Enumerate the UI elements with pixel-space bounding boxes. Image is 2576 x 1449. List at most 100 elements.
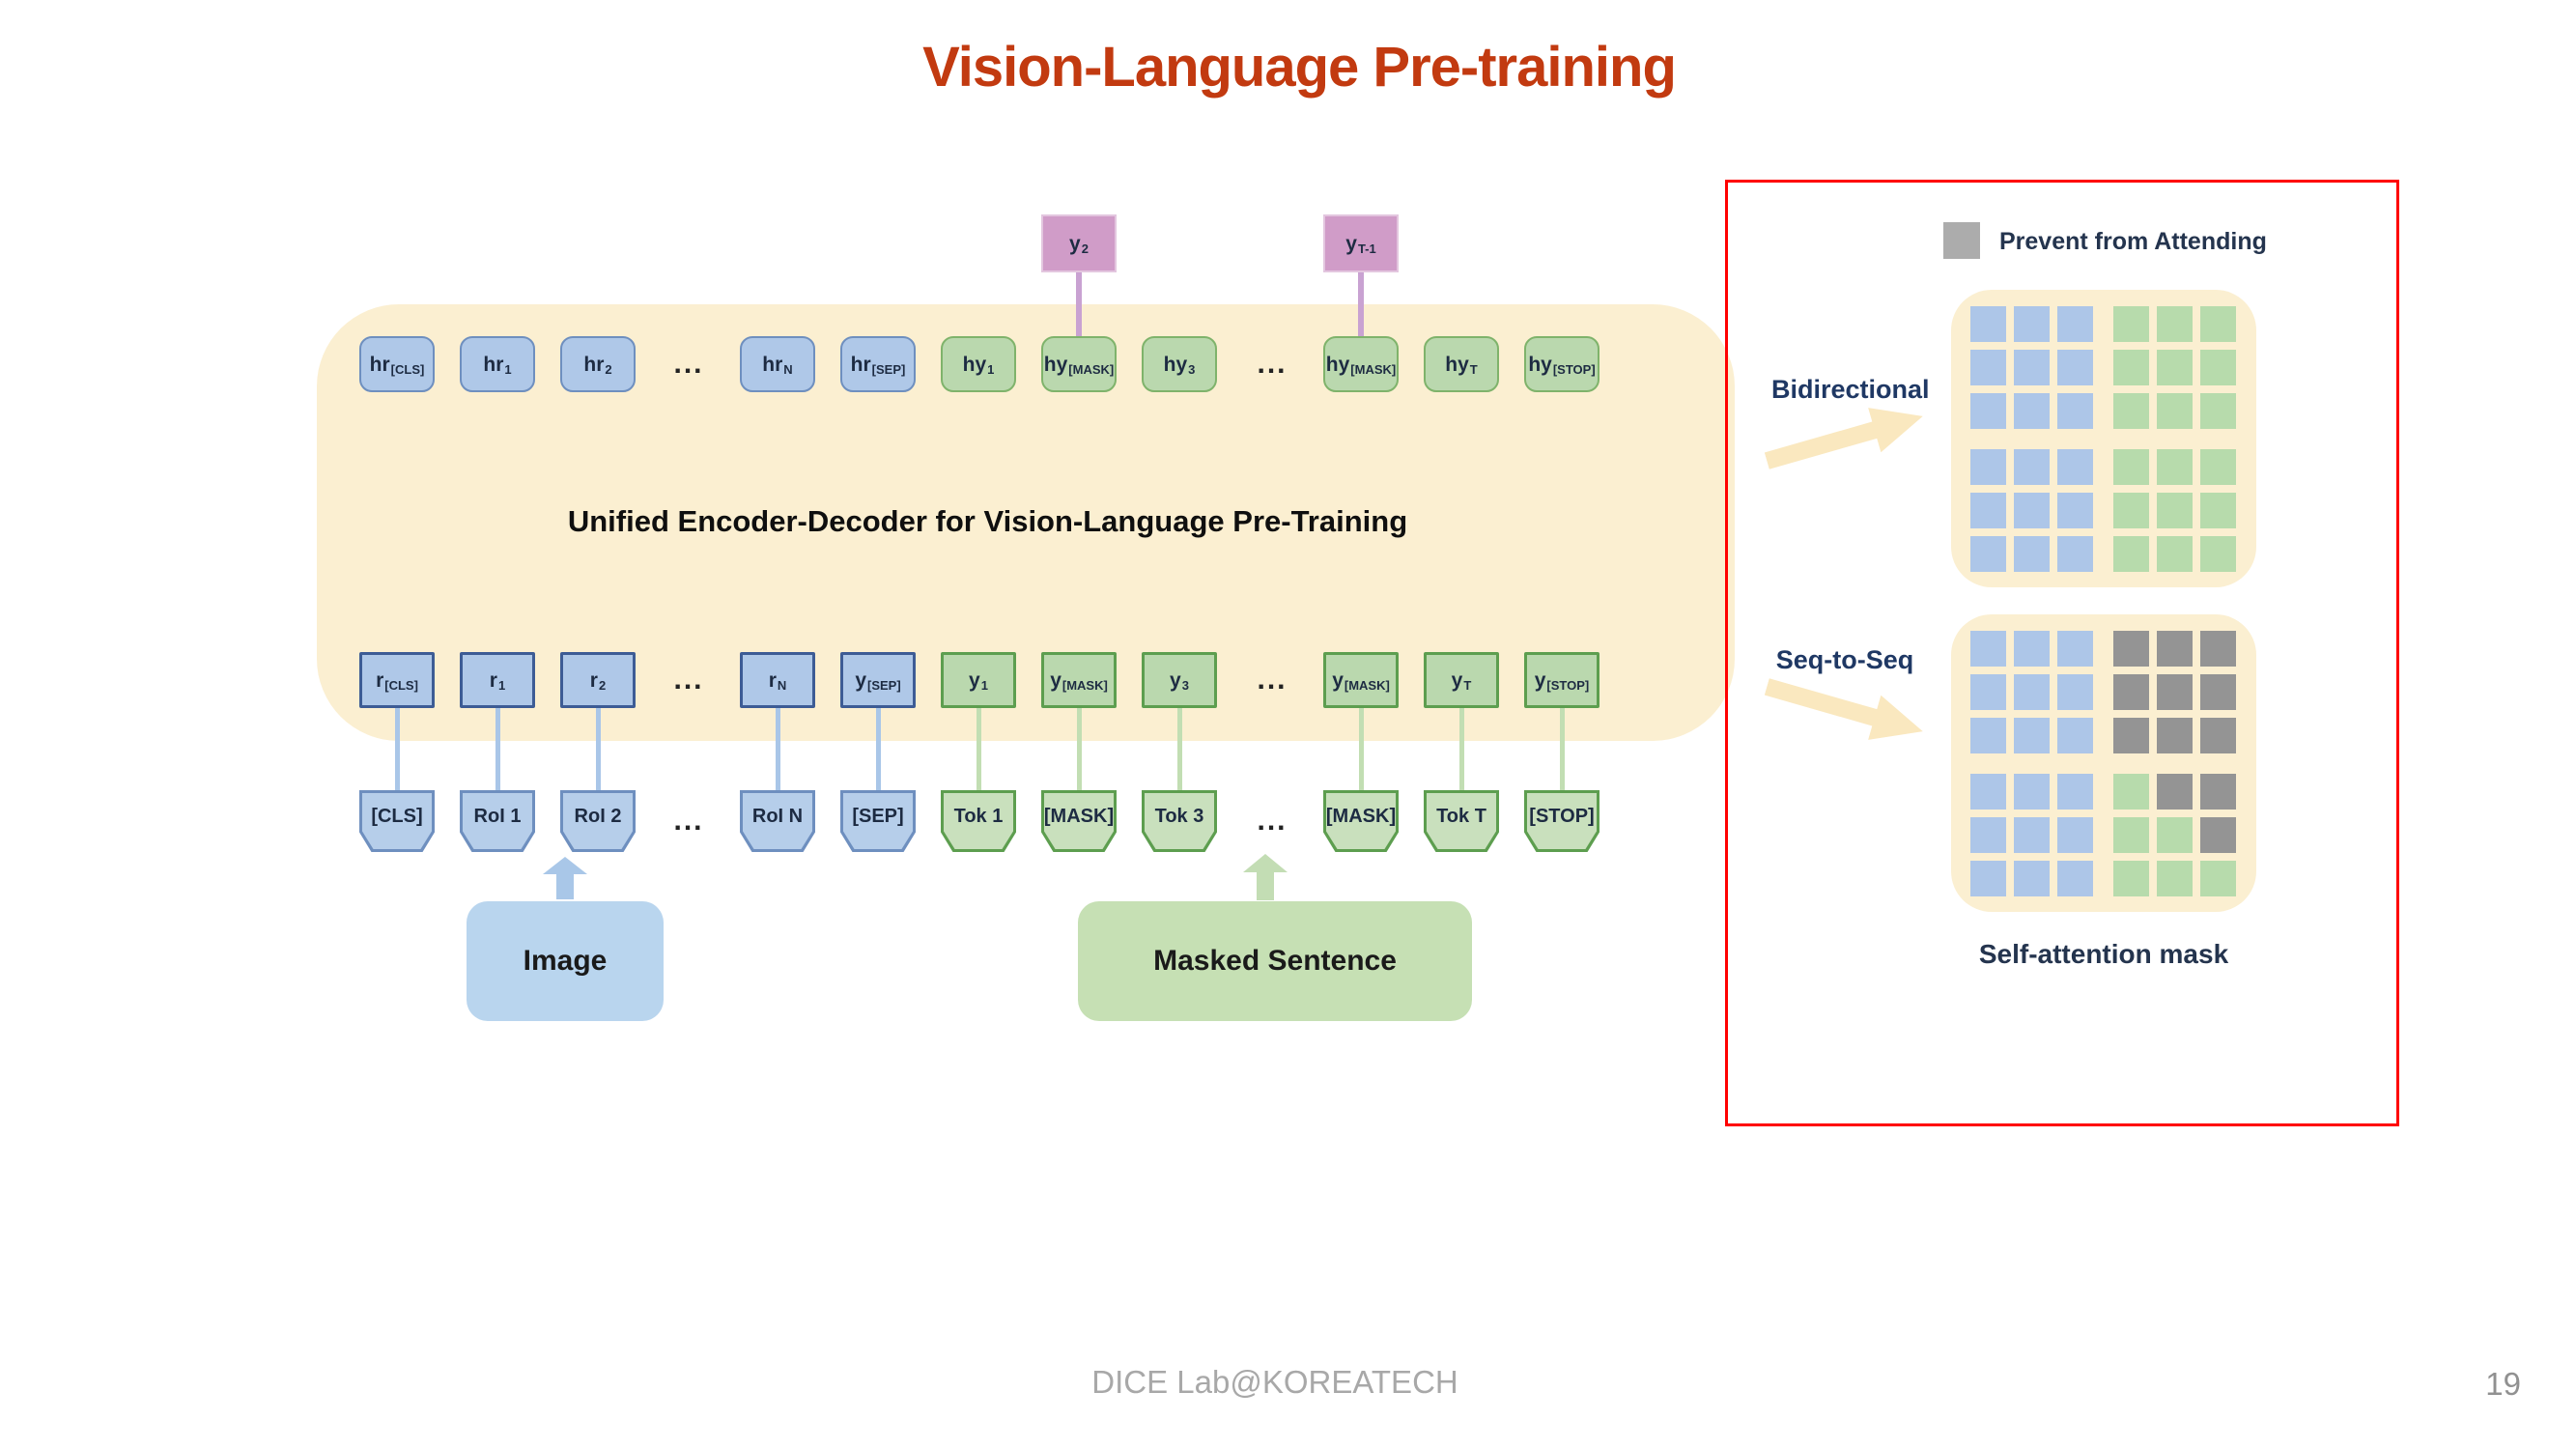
box-label: y (1534, 668, 1546, 692)
box-label: r (376, 668, 384, 692)
connector-stem (875, 708, 881, 790)
mask-cell (2157, 631, 2193, 667)
ellipsis: ... (673, 805, 704, 837)
token-label: Tok 1 (944, 793, 1013, 849)
box-label-subscript: [CLS] (390, 361, 425, 377)
box-label: hy (1445, 353, 1469, 376)
mask-cell (2200, 449, 2236, 485)
seq-to-seq-mask-grid (1951, 614, 2256, 912)
connector-stem (976, 708, 981, 790)
token-box: RoI 2 (560, 790, 636, 852)
mask-cell (2200, 631, 2236, 667)
mask-cell (2057, 674, 2093, 710)
mask-cell (2014, 536, 2050, 572)
mask-cell (2157, 350, 2193, 385)
mask-cell (2057, 536, 2093, 572)
mask-cell (2113, 718, 2149, 753)
mask-cell (2057, 631, 2093, 667)
mask-cell (2157, 393, 2193, 429)
mask-cell (2200, 861, 2236, 896)
token-label: [MASK] (1044, 793, 1114, 849)
prediction-stem (1076, 272, 1082, 336)
mask-cell (2057, 774, 2093, 810)
box-label-subscript: T (1469, 361, 1478, 377)
mask-cell (2014, 449, 2050, 485)
mask-cell (2113, 393, 2149, 429)
box-label-subscript: 1 (504, 361, 512, 377)
connector-stem (1458, 708, 1464, 790)
mask-cell (2057, 350, 2093, 385)
box-label: y (1451, 668, 1463, 692)
connector-stem (595, 708, 601, 790)
mask-cell (2057, 861, 2093, 896)
token-box: RoI 1 (460, 790, 535, 852)
box-label: y (1332, 668, 1344, 692)
connector-stem (394, 708, 400, 790)
mask-cell (2157, 674, 2193, 710)
box-label-subscript: 1 (987, 361, 995, 377)
box-label: hy (1163, 353, 1188, 376)
box-label: y (1170, 668, 1181, 692)
image-up-arrow-icon (543, 857, 587, 899)
mask-cell (2157, 449, 2193, 485)
mask-cell (2113, 817, 2149, 853)
mask-cell (2113, 350, 2149, 385)
mask-cell (2200, 393, 2236, 429)
box-label-subscript: [SEP] (871, 361, 906, 377)
ellipsis: ... (1257, 664, 1288, 696)
embedding-box: y[MASK] (1041, 652, 1117, 708)
box-label: y (1050, 668, 1062, 692)
box-label-subscript: [CLS] (384, 677, 418, 693)
box-label-subscript: N (777, 677, 787, 693)
mask-cell (2200, 674, 2236, 710)
mask-cell (2057, 449, 2093, 485)
masked-sentence-label: Masked Sentence (1153, 945, 1397, 977)
token-label: [STOP] (1527, 793, 1597, 849)
token-label: RoI 1 (463, 793, 532, 849)
mask-cell (2014, 306, 2050, 342)
mask-cell (2113, 449, 2149, 485)
mask-cell (1970, 393, 2006, 429)
box-label-subscript: 3 (1188, 361, 1196, 377)
mask-cell (1970, 631, 2006, 667)
token-box: RoI N (740, 790, 815, 852)
box-label-subscript: [MASK] (1350, 361, 1397, 377)
mask-cell (2057, 817, 2093, 853)
mask-cell (2200, 718, 2236, 753)
token-label: RoI N (743, 793, 812, 849)
masked-sentence-input-box: Masked Sentence (1078, 901, 1472, 1021)
token-box: [MASK] (1041, 790, 1117, 852)
mask-cell (2157, 861, 2193, 896)
bidirectional-mask-grid (1951, 290, 2256, 587)
mask-cell (2014, 393, 2050, 429)
mask-cell (1970, 718, 2006, 753)
mask-cell (2057, 493, 2093, 528)
mask-cell (2157, 817, 2193, 853)
page-number: 19 (2485, 1366, 2521, 1402)
box-label: hr (483, 353, 504, 376)
seq-to-seq-arrow-icon (1764, 678, 1923, 740)
mask-cell (2014, 861, 2050, 896)
box-label: hr (762, 353, 783, 376)
box-label-subscript: 1 (497, 677, 506, 693)
embedding-box: y[SEP] (840, 652, 916, 708)
mask-cell (2113, 674, 2149, 710)
mask-cell (2200, 350, 2236, 385)
mask-cell (1970, 350, 2006, 385)
connector-stem (775, 708, 780, 790)
self-attention-mask-caption: Self-attention mask (1978, 939, 2229, 969)
box-label-subscript: [MASK] (1068, 361, 1115, 377)
mask-cell (2057, 393, 2093, 429)
connector-stem (1559, 708, 1565, 790)
box-label-subscript: [STOP] (1546, 677, 1590, 693)
mask-cell (1970, 536, 2006, 572)
footer-credit: DICE Lab@KOREATECH (1091, 1364, 1458, 1400)
